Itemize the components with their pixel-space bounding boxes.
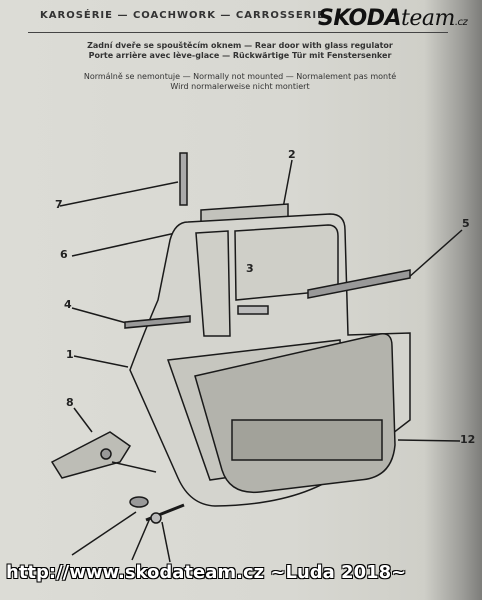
watermark-footer: http://www.skodateam.cz ~Luda 2018~ [6,562,407,583]
part-9 [129,496,149,508]
caption-title: Zadní dveře se spouštěcím oknem — Rear d… [40,41,440,61]
leader-10 [131,517,151,561]
callout-6: 6 [60,248,68,261]
hinge-8 [50,431,132,479]
handle-3 [237,305,269,315]
caption-note: Normálně se nemontuje — Normally not mou… [40,72,440,92]
vent-window [195,230,231,337]
callout-8: 8 [66,396,74,409]
caption-line-2: Porte arrière avec lève-glace — Rückwärt… [88,51,392,60]
leader-5 [407,229,463,279]
leader-2 [282,159,293,209]
hinge-rod [111,461,157,473]
main-window [234,224,339,301]
leader-8 [73,407,93,433]
callout-7: 7 [55,198,63,211]
callout-4: 4 [64,298,72,311]
part-11 [150,512,162,524]
caption-line-3: Normálně se nemontuje — Normally not mou… [83,72,397,81]
leader-9 [71,511,137,556]
leader-6 [71,231,181,257]
leader-4 [71,307,131,325]
strip-5 [307,269,411,299]
strip-7 [179,152,188,206]
caption-line-4: Wird normalerweise nicht montiert [170,82,310,91]
callout-3: 3 [246,262,254,275]
leader-7 [59,181,179,207]
brand-logo: SKODAteam.cz [318,6,468,31]
leader-1 [73,355,129,368]
header-rule [28,32,448,33]
leader-12 [397,439,461,442]
callout-1: 1 [66,348,74,361]
callout-12: 12 [460,433,476,446]
hinge-pin [100,448,112,460]
leader-11 [161,521,171,563]
caption-line-1: Zadní dveře se spouštěcím oknem — Rear d… [87,41,393,50]
section-header: KAROSÉRIE — COACHWORK — CARROSSERIE [40,10,325,21]
trim-pocket [231,419,383,461]
callout-2: 2 [288,148,296,161]
callout-5: 5 [462,217,470,230]
strip-4 [124,315,191,329]
